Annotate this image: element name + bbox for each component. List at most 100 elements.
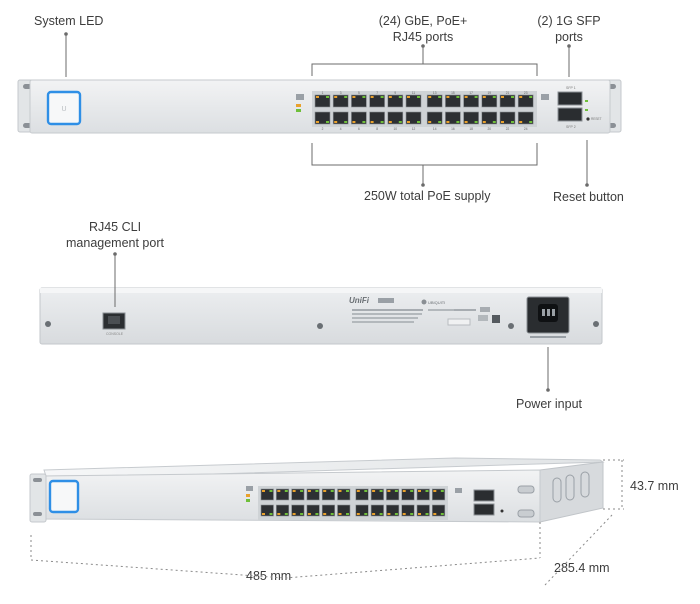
sfp-port-1[interactable] <box>557 91 583 106</box>
rj45-port <box>401 504 415 517</box>
port-led-green <box>398 96 402 98</box>
port-number-bottom: 14 <box>433 127 437 131</box>
mount-slot <box>33 478 42 482</box>
rj45-port <box>321 504 336 517</box>
port-led-green <box>511 96 514 98</box>
ubiquiti-logo-icon <box>421 299 427 305</box>
port-led-amber <box>338 513 342 515</box>
serial-box <box>447 318 471 326</box>
port-led-amber <box>292 513 296 515</box>
port-led-green <box>456 121 460 123</box>
depth-dimension-line <box>544 514 613 586</box>
cert-mark-icon <box>478 315 488 321</box>
ubiquiti-wordmark: UBIQUITI <box>428 300 445 305</box>
sfp-led <box>585 109 588 111</box>
rj45-port <box>370 488 384 501</box>
port-led-amber <box>262 490 265 492</box>
port-led-green <box>315 490 319 492</box>
port-led-amber <box>277 490 281 492</box>
port-led-green <box>394 513 398 515</box>
port-led-green <box>326 96 329 98</box>
port-led-amber <box>446 96 450 98</box>
port-number-bottom: 6 <box>358 127 360 131</box>
screw <box>593 321 599 327</box>
port-led-amber <box>388 121 392 123</box>
back-view: CONSOLE UniFi UBIQUITI <box>39 287 603 345</box>
cli-port-label-line1: RJ45 CLI <box>88 220 142 234</box>
port-led-green <box>269 490 273 492</box>
sfp1-label: SFP 1 <box>566 86 576 90</box>
port-led-amber <box>352 121 356 123</box>
reset-button[interactable] <box>586 117 590 121</box>
sfp-ports-label: (2) 1G SFP ports <box>527 13 611 45</box>
port-led-green <box>394 490 398 492</box>
rj45-port <box>416 488 430 501</box>
port-led-amber <box>519 96 523 98</box>
port-led-amber <box>464 121 468 123</box>
port-number-top: 3 <box>340 91 342 95</box>
rj45-port <box>306 488 320 501</box>
cli-port-label-line2: management port <box>66 236 164 250</box>
power-input-label: Power input <box>516 397 583 411</box>
port-number-bottom: 20 <box>488 127 492 131</box>
port-led-amber <box>482 121 486 123</box>
label-text-line <box>352 321 414 323</box>
rj45-port <box>401 488 415 501</box>
port-led-green <box>346 513 349 515</box>
port-number-top: 11 <box>412 91 416 95</box>
port-led-amber <box>388 96 392 98</box>
port-led-amber <box>402 513 406 515</box>
front-view: U 12345678910111213141516171819202122232… <box>17 79 622 134</box>
console-text: CONSOLE <box>106 332 124 336</box>
port-led-green <box>326 121 329 123</box>
port-number-bottom: 8 <box>376 127 378 131</box>
port-led-green <box>492 121 496 123</box>
poe-bracket <box>311 143 538 166</box>
port-legend-icon <box>246 486 253 491</box>
port-led-amber <box>464 96 468 98</box>
rj45-port <box>416 504 430 517</box>
port-led-amber <box>338 490 342 492</box>
mount-slot <box>33 512 42 516</box>
dimension-lines <box>30 459 624 586</box>
port-number-bottom: 2 <box>322 127 324 131</box>
persp-reset-button <box>500 509 504 513</box>
label-text-line <box>352 309 408 311</box>
port-led-green <box>410 490 414 492</box>
port-led-green <box>440 513 444 515</box>
port-led-amber <box>356 513 360 515</box>
side-surface <box>539 461 604 523</box>
model-badge <box>378 298 394 303</box>
port-number-top: 19 <box>488 91 492 95</box>
label-text-line <box>428 309 468 311</box>
port-led-amber <box>356 490 360 492</box>
port-led-green <box>474 96 478 98</box>
port-led-green <box>330 490 334 492</box>
front-leader-lines <box>64 32 589 187</box>
port-led-amber <box>372 513 376 515</box>
sfp-ports-label-line2: ports <box>555 30 583 44</box>
port-led-amber <box>418 490 421 492</box>
port-led-green <box>380 121 384 123</box>
back-top-edge <box>40 288 602 293</box>
port-led-amber <box>334 121 338 123</box>
persp-port-block <box>258 486 448 520</box>
sfp-legend-icon <box>541 94 549 100</box>
label-text-line <box>352 317 418 319</box>
width-dimension-line <box>30 557 541 579</box>
port-led-green <box>456 96 460 98</box>
persp-sfp-port-1 <box>473 489 495 502</box>
port-led-green <box>379 513 383 515</box>
port-led-amber <box>387 490 391 492</box>
port-led-amber <box>307 513 311 515</box>
rj45-port <box>386 504 400 517</box>
port-led-green <box>315 513 319 515</box>
port-led-amber <box>428 121 432 123</box>
sfp-led <box>585 100 588 102</box>
rj45-ports-label: (24) GbE, PoE+ RJ45 ports <box>352 13 494 45</box>
persp-rj45-ports <box>260 488 446 517</box>
sfp-port-2[interactable] <box>557 107 583 122</box>
port-number-bottom: 4 <box>340 127 342 131</box>
mount-slot <box>517 485 535 494</box>
port-led-green <box>492 96 496 98</box>
